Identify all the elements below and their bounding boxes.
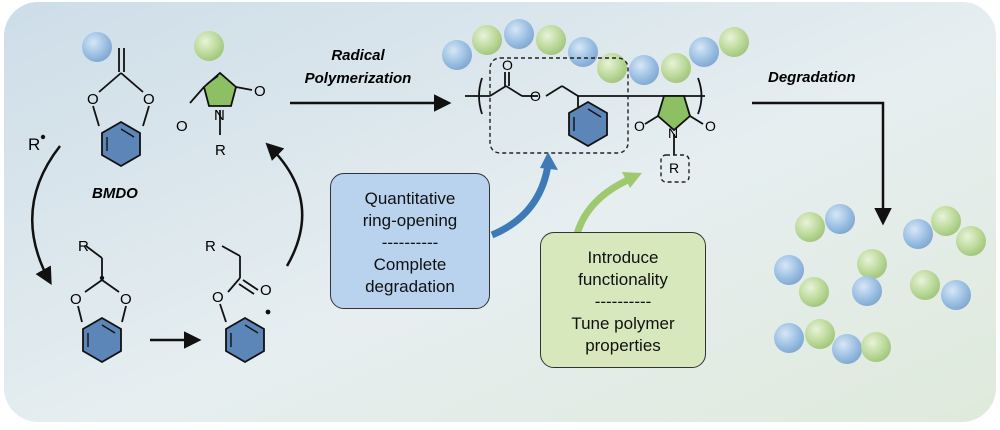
polymer-nitrogen: N	[668, 125, 678, 141]
radical-dot-icon	[40, 134, 46, 140]
degradation-label: Degradation	[768, 69, 856, 86]
bmdo-oxygen-left: O	[87, 91, 99, 108]
blue-sphere	[903, 219, 933, 249]
blue-sphere	[442, 40, 472, 70]
polymerization-label: Polymerization	[305, 70, 412, 87]
ring-opened-radical-intermediate	[219, 245, 265, 364]
green-sphere	[956, 226, 986, 256]
ring-opening-callout: Quantitative ring-opening ---------- Com…	[330, 173, 490, 309]
callout-line: functionality	[578, 270, 668, 289]
callout-line: degradation	[365, 277, 455, 296]
green-sphere	[472, 25, 502, 55]
intermediate-oxygen-right: O	[120, 291, 132, 308]
blue-sphere	[852, 276, 882, 306]
propagation-arrow	[265, 142, 304, 267]
green-arrow-head-icon	[622, 172, 642, 188]
blue-arrow-head-icon	[540, 152, 558, 170]
green-sphere	[795, 212, 825, 242]
blue-sphere	[689, 37, 719, 67]
callout-line: Introduce	[587, 248, 659, 267]
cyclic-radical-intermediate	[77, 245, 127, 364]
blue-sphere	[568, 37, 598, 67]
r-group-highlight-box	[660, 154, 690, 183]
opened-r-group: R	[205, 238, 216, 255]
radical-label: Radical	[331, 47, 385, 64]
bmdo-oxygen-right: O	[143, 91, 155, 108]
ester-highlight-box	[489, 57, 629, 154]
polymer-carbonyl-oxygen: O	[502, 57, 513, 73]
green-sphere	[719, 27, 749, 57]
blue-sphere	[629, 55, 659, 85]
blue-sphere	[832, 334, 862, 364]
polymer-ester-oxygen: O	[530, 88, 541, 104]
blue-sphere	[82, 32, 112, 62]
callout-line: properties	[585, 336, 661, 355]
green-sphere	[194, 31, 224, 61]
green-sphere	[910, 270, 940, 300]
blue-sphere	[504, 19, 534, 49]
bmdo-label: BMDO	[92, 185, 138, 202]
blue-sphere	[941, 280, 971, 310]
green-sphere	[805, 319, 835, 349]
callout-line: Tune polymer	[571, 314, 675, 333]
callout-divider: ----------	[594, 292, 652, 311]
green-sphere	[799, 277, 829, 307]
polymer-imide-oxygen-left: O	[634, 118, 645, 134]
callout-line: ring-opening	[362, 211, 458, 230]
functionality-callout: Introduce functionality ---------- Tune …	[540, 232, 706, 368]
degradation-arrow	[752, 101, 892, 226]
opened-carbonyl-oxygen: O	[260, 282, 272, 299]
intermediate-oxygen-left: O	[70, 291, 82, 308]
blue-sphere	[825, 204, 855, 234]
polymer-r-group: R	[669, 160, 679, 176]
green-sphere	[857, 249, 887, 279]
maleimide-oxygen-left: O	[176, 118, 188, 135]
callout-line: Quantitative	[364, 189, 456, 208]
radical-dot-icon	[99, 275, 105, 281]
maleimide-oxygen-right: O	[254, 83, 266, 100]
radical-dot-icon	[265, 309, 271, 315]
blue-sphere	[774, 255, 804, 285]
callout-divider: ----------	[381, 233, 439, 252]
green-sphere	[597, 53, 627, 83]
radical-initiator-label: R	[28, 135, 40, 154]
background-panel	[4, 2, 996, 422]
callout-line: Complete	[373, 255, 447, 274]
green-sphere	[861, 332, 891, 362]
green-sphere	[931, 206, 961, 236]
bmdo-structure	[92, 48, 150, 168]
green-sphere	[536, 25, 566, 55]
blue-callout-arrow	[490, 164, 552, 239]
intermediate-r-group: R	[78, 238, 89, 255]
maleimide-structure	[189, 71, 253, 135]
green-sphere	[661, 53, 691, 83]
polymer-repeat-unit	[465, 72, 705, 155]
initiation-arrow	[30, 145, 61, 286]
polymer-imide-oxygen-right: O	[705, 118, 716, 134]
maleimide-r-group: R	[215, 142, 226, 159]
green-callout-arrow	[572, 176, 630, 239]
opened-ester-oxygen: O	[212, 289, 224, 306]
maleimide-nitrogen: N	[214, 107, 225, 124]
blue-sphere	[774, 323, 804, 353]
